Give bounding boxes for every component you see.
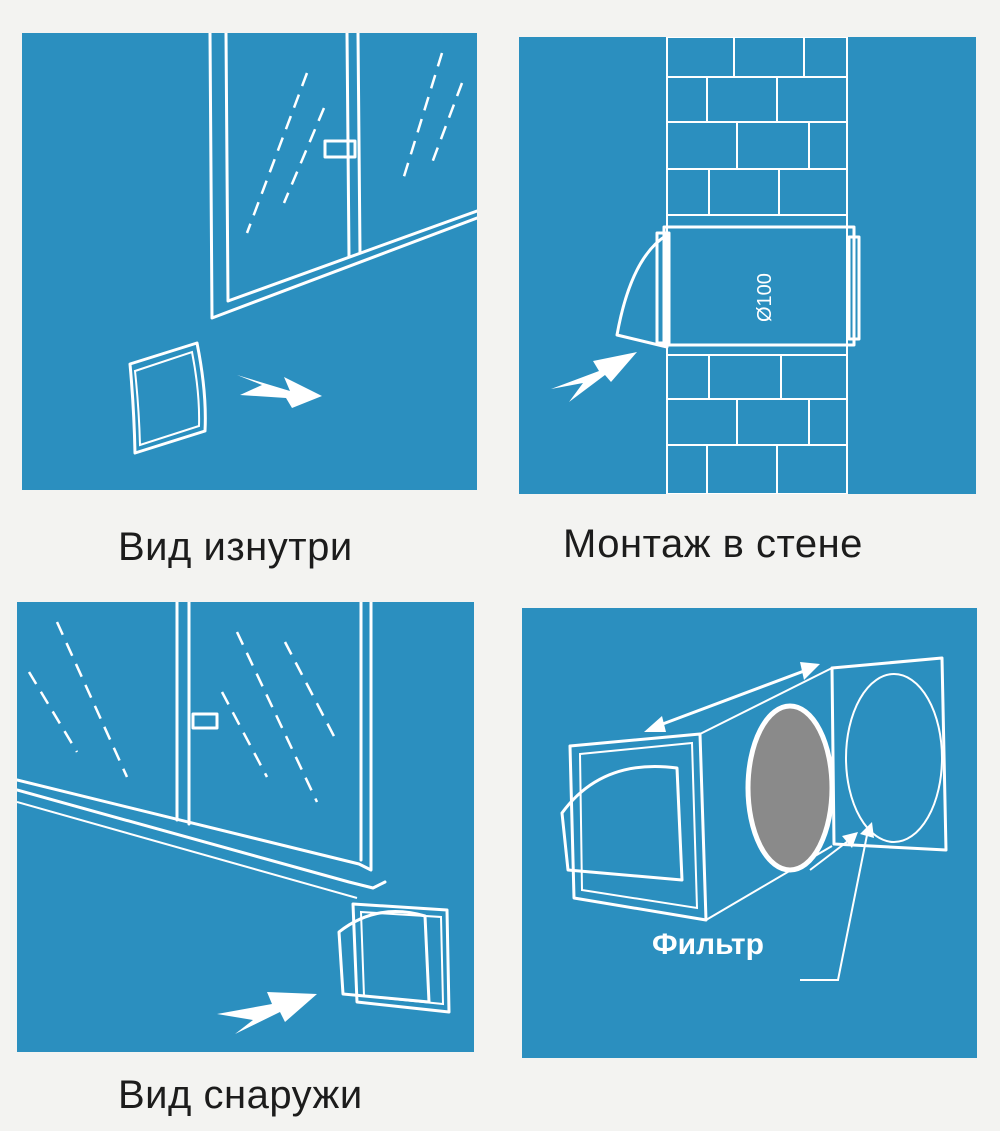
duct-pipe — [655, 225, 861, 347]
inner-grille — [128, 341, 207, 455]
airflow-arrow — [217, 992, 317, 1034]
duct-diameter-label: Ø100 — [754, 273, 776, 322]
window-frame — [17, 602, 387, 899]
panel-outside-view — [17, 602, 474, 1052]
inner-grille-part — [830, 656, 948, 852]
panel-inside-view — [22, 33, 477, 490]
window-handle — [323, 139, 357, 159]
inside-view-illustration — [128, 33, 477, 455]
brick-wall — [666, 37, 848, 494]
caption-wall-mounting: Монтаж в стене — [563, 522, 863, 566]
filter-mesh — [745, 703, 835, 873]
airflow-arrow — [551, 352, 637, 402]
window-frame — [208, 33, 477, 320]
filter-leader-lines — [800, 822, 874, 981]
caption-outside-view: Вид снаружи — [118, 1073, 363, 1117]
airflow-arrow — [237, 375, 322, 408]
outer-hood-part — [560, 732, 708, 922]
caption-inside-view: Вид изнутри — [118, 525, 353, 569]
exploded-view-illustration: Фильтр — [560, 656, 948, 981]
window-handle — [191, 712, 219, 730]
filter-label: Фильтр — [652, 928, 764, 961]
outside-view-illustration — [17, 602, 451, 1034]
glass-reflection — [27, 621, 339, 803]
outer-hood — [337, 902, 451, 1014]
glass-reflection — [245, 52, 464, 234]
assembly-arrow — [644, 662, 820, 732]
panel-exploded-view: Фильтр — [522, 608, 977, 1058]
panel-wall-mounting: Ø100 — [519, 37, 976, 494]
outer-hood — [615, 233, 669, 349]
wall-mounting-illustration: Ø100 — [551, 37, 861, 494]
